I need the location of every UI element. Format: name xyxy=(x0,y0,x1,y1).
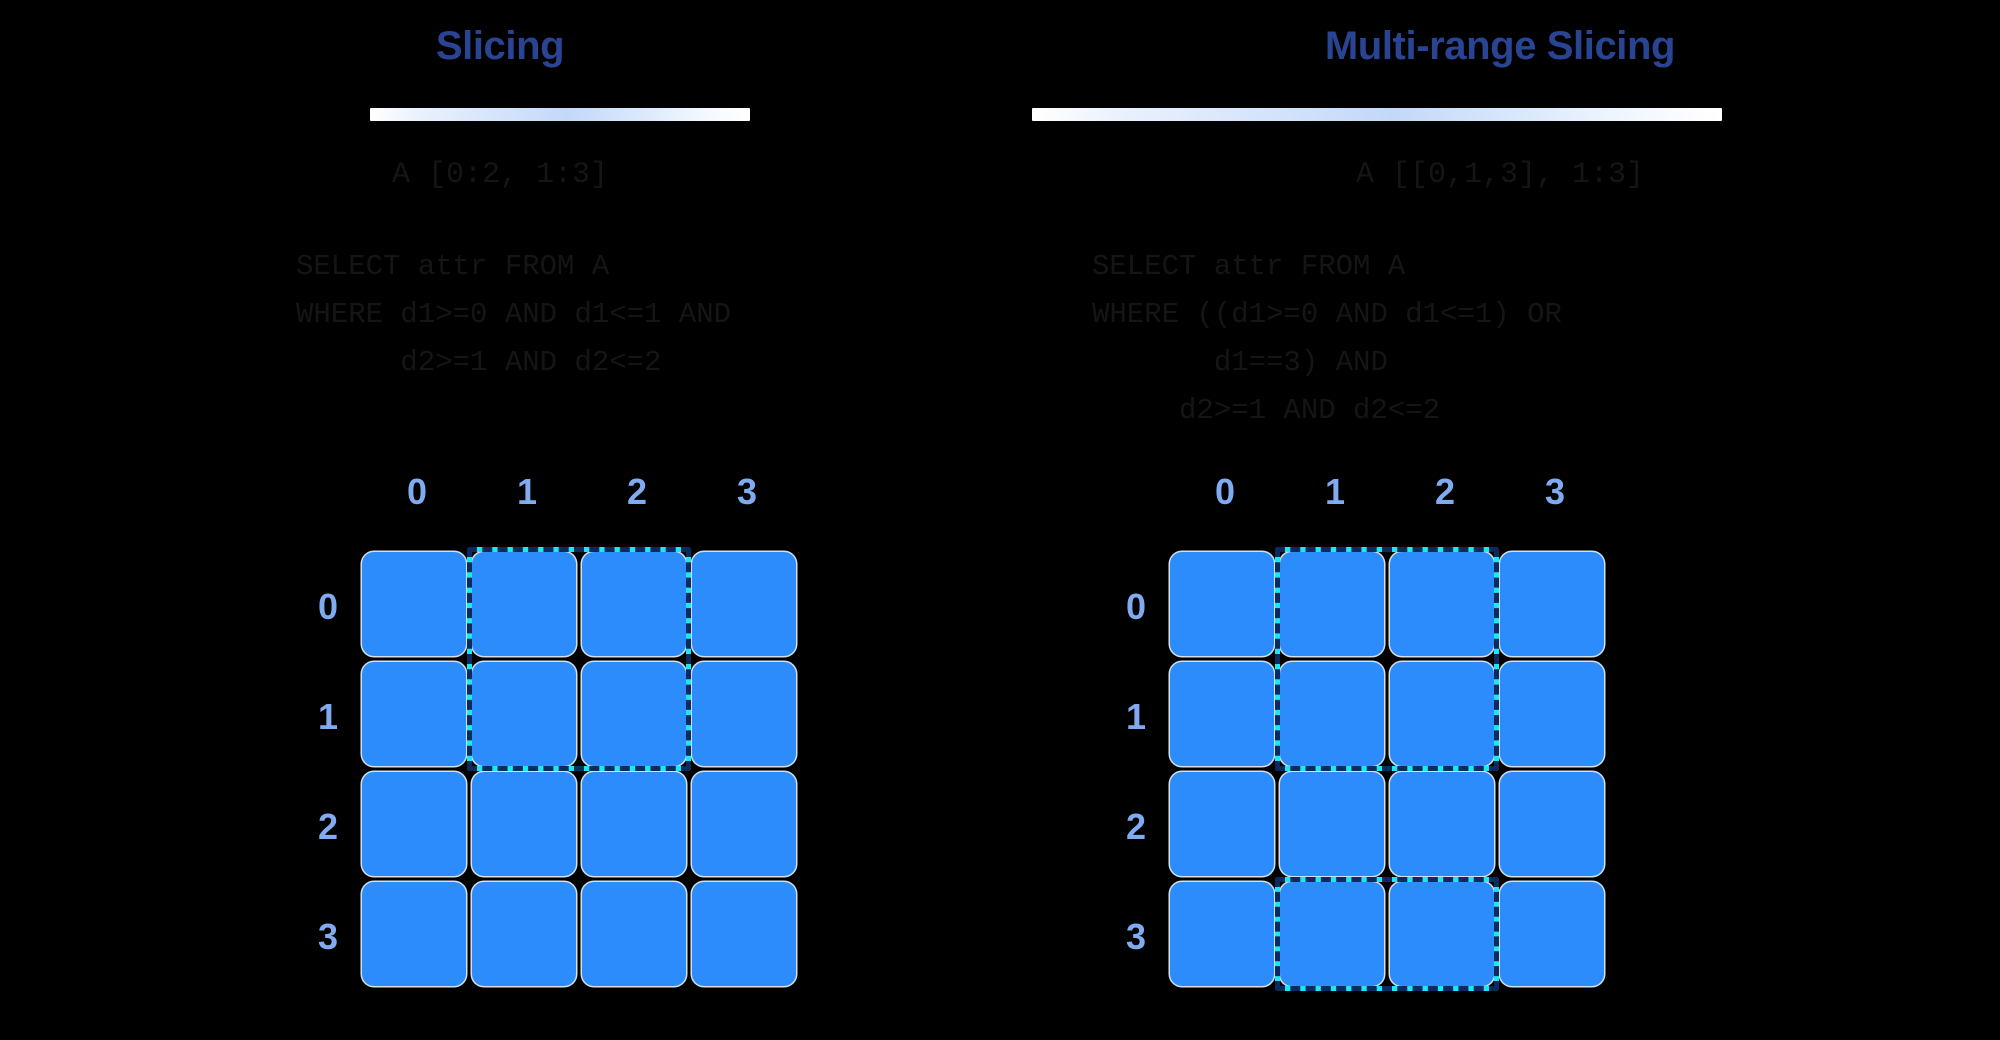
row-index-label: 1 xyxy=(1125,696,1147,737)
matrix-cell[interactable] xyxy=(692,772,796,876)
matrix-cell[interactable] xyxy=(1280,882,1384,986)
row-index-label: 3 xyxy=(1125,916,1147,957)
panel-multi-range-slicing: Multi-range Slicing A [[0,1,3], 1:3] SEL… xyxy=(1000,0,2000,1040)
title-underline-rule xyxy=(1032,108,1722,121)
matrix-cell[interactable] xyxy=(582,662,686,766)
column-index-label: 1 xyxy=(516,471,538,512)
panel-title-slicing: Slicing xyxy=(435,24,565,68)
sql-query-multi-range-slicing: SELECT attr FROM A WHERE ((d1>=0 AND d1<… xyxy=(1092,250,1562,427)
matrix-cell[interactable] xyxy=(1390,882,1494,986)
matrix-cell[interactable] xyxy=(1280,552,1384,656)
array-expression-slicing: A [0:2, 1:3] xyxy=(391,158,609,192)
row-index-header-column: 0 1 2 3 xyxy=(1108,552,1164,992)
title-underline-rule xyxy=(370,108,750,121)
column-index-label: 3 xyxy=(1544,471,1566,512)
matrix-cell[interactable] xyxy=(472,772,576,876)
column-index-label: 2 xyxy=(626,471,648,512)
column-index-label: 3 xyxy=(736,471,758,512)
matrix-cell[interactable] xyxy=(582,882,686,986)
sql-query-slicing: SELECT attr FROM A WHERE d1>=0 AND d1<=1… xyxy=(296,250,732,379)
matrix-cell[interactable] xyxy=(692,552,796,656)
matrix-cell[interactable] xyxy=(692,882,796,986)
column-index-label: 2 xyxy=(1434,471,1456,512)
matrix-cell[interactable] xyxy=(362,772,466,876)
row-index-header-column: 0 1 2 3 xyxy=(300,552,356,992)
matrix-cell[interactable] xyxy=(1500,772,1604,876)
matrix-cell[interactable] xyxy=(1500,882,1604,986)
matrix-cell[interactable] xyxy=(472,882,576,986)
matrix-cell[interactable] xyxy=(1170,662,1274,766)
matrix-cell[interactable] xyxy=(362,662,466,766)
matrix-cell[interactable] xyxy=(362,552,466,656)
column-index-header-row: 0 1 2 3 xyxy=(1170,470,1610,514)
matrix-cell[interactable] xyxy=(1170,772,1274,876)
row-index-label: 0 xyxy=(1125,586,1147,627)
matrix-cell[interactable] xyxy=(1390,772,1494,876)
array-expression-multi-range-slicing: A [[0,1,3], 1:3] xyxy=(1355,158,1645,192)
column-index-label: 1 xyxy=(1324,471,1346,512)
matrix-cell[interactable] xyxy=(472,662,576,766)
matrix-cell[interactable] xyxy=(1280,772,1384,876)
column-index-header-row: 0 1 2 3 xyxy=(362,470,802,514)
column-index-label: 0 xyxy=(1214,471,1236,512)
matrix-cell[interactable] xyxy=(1500,552,1604,656)
row-index-label: 2 xyxy=(1125,806,1147,847)
matrix-cell[interactable] xyxy=(582,552,686,656)
row-index-label: 2 xyxy=(317,806,339,847)
matrix-cell[interactable] xyxy=(472,552,576,656)
matrix-cell[interactable] xyxy=(1390,662,1494,766)
panel-title-multi-range-slicing: Multi-range Slicing xyxy=(1324,24,1676,68)
row-index-label: 3 xyxy=(317,916,339,957)
matrix-cell[interactable] xyxy=(1170,552,1274,656)
column-index-label: 0 xyxy=(406,471,428,512)
panel-slicing: Slicing A [0:2, 1:3] SELECT attr FROM A … xyxy=(296,24,802,992)
row-index-label: 0 xyxy=(317,586,339,627)
row-index-label: 1 xyxy=(317,696,339,737)
matrix-grid xyxy=(362,547,802,992)
matrix-grid xyxy=(1170,547,1610,992)
matrix-cell[interactable] xyxy=(692,662,796,766)
matrix-cell[interactable] xyxy=(1170,882,1274,986)
matrix-cell[interactable] xyxy=(582,772,686,876)
matrix-cell[interactable] xyxy=(1500,662,1604,766)
matrix-cell[interactable] xyxy=(1390,552,1494,656)
matrix-cell[interactable] xyxy=(1280,662,1384,766)
matrix-cell[interactable] xyxy=(362,882,466,986)
